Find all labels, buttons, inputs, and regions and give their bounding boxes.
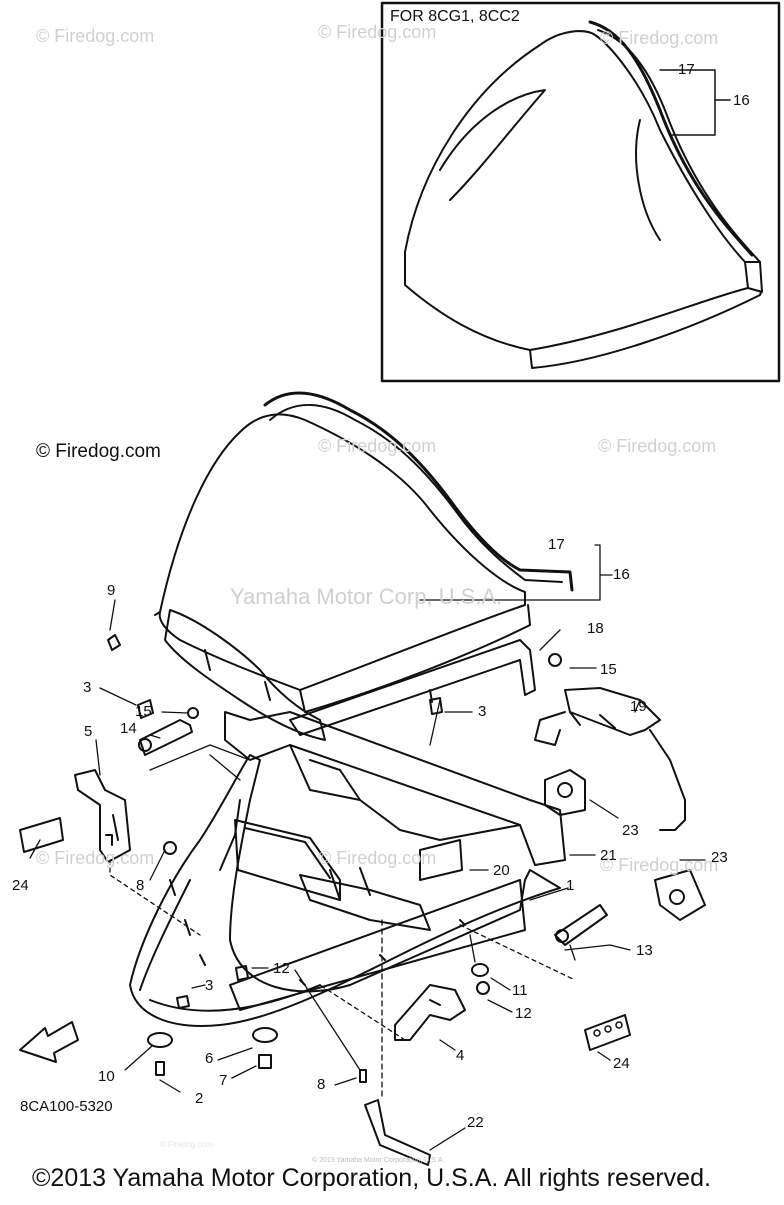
inner-panel bbox=[164, 609, 326, 741]
callout-8: 8 bbox=[317, 1076, 326, 1093]
callout-6: 6 bbox=[205, 1050, 214, 1067]
inset-title: FOR 8CG1, 8CC2 bbox=[390, 8, 520, 25]
panel-1 bbox=[229, 879, 526, 1011]
watermark: © Firedog.com bbox=[36, 26, 155, 46]
callout-3: 3 bbox=[83, 679, 92, 696]
callout-17-inset: 17 bbox=[678, 61, 695, 78]
callout-11: 11 bbox=[512, 982, 528, 999]
inset-frame bbox=[380, 1, 781, 383]
part-24-right bbox=[584, 1014, 631, 1051]
callout-15: 15 bbox=[135, 703, 152, 720]
leader-lines bbox=[29, 544, 706, 1151]
callout-4: 4 bbox=[456, 1047, 465, 1064]
duct-21 bbox=[224, 711, 566, 866]
watermark: © Firedog.com bbox=[598, 436, 717, 456]
callout-22: 22 bbox=[467, 1114, 484, 1131]
callout-5: 5 bbox=[84, 723, 93, 740]
part-20 bbox=[419, 839, 463, 881]
callout-3: 3 bbox=[205, 977, 214, 994]
part-24-left bbox=[19, 817, 64, 853]
callout-16: 16 bbox=[613, 566, 630, 583]
callout-21: 21 bbox=[600, 847, 617, 864]
callout-24: 24 bbox=[613, 1055, 630, 1072]
watermark: © Firedog.com bbox=[600, 855, 719, 875]
callout-13: 13 bbox=[636, 942, 653, 959]
callout-15: 15 bbox=[600, 661, 617, 678]
callout-16-inset: 16 bbox=[733, 92, 750, 109]
bracket-22 bbox=[364, 1099, 431, 1166]
bracket-19 bbox=[534, 687, 686, 831]
watermark: © Firedog.com bbox=[36, 848, 155, 868]
tiny-copyright: © 2013 Yamaha Motor Corporation, U.S.A. bbox=[312, 1157, 445, 1164]
bracket-4 bbox=[394, 984, 466, 1041]
callout-24: 24 bbox=[12, 877, 29, 894]
callout-10: 10 bbox=[98, 1068, 115, 1085]
callout-3: 3 bbox=[478, 703, 487, 720]
callout-12: 12 bbox=[273, 960, 290, 977]
bracket-18 bbox=[289, 639, 536, 736]
diagram-code: 8CA100-5320 bbox=[20, 1098, 113, 1115]
callout-23: 23 bbox=[622, 822, 639, 839]
callout-9: 9 bbox=[107, 582, 116, 599]
yamaha-watermark: Yamaha Motor Corp, U.S.A. bbox=[230, 584, 503, 609]
watermark: © Firedog.com bbox=[600, 28, 719, 48]
front-cowl bbox=[129, 754, 561, 1027]
callout-7: 7 bbox=[219, 1072, 228, 1089]
inset-leaders bbox=[659, 69, 731, 136]
callout-1: 1 bbox=[566, 877, 575, 894]
callout-19: 19 bbox=[630, 698, 647, 715]
part-23-lower bbox=[654, 869, 706, 921]
callout-17: 17 bbox=[548, 536, 565, 553]
part-23-upper bbox=[544, 769, 586, 816]
watermark: © Firedog.com bbox=[318, 848, 437, 868]
bracket-13 bbox=[554, 904, 608, 946]
callout-18: 18 bbox=[587, 620, 604, 637]
windshield bbox=[154, 391, 574, 713]
callout-14: 14 bbox=[120, 720, 137, 737]
callout-23: 23 bbox=[711, 849, 728, 866]
fwd-arrow bbox=[19, 1021, 79, 1063]
copyright-notice: ©2013 Yamaha Motor Corporation, U.S.A. A… bbox=[32, 1164, 711, 1192]
firedog-watermark: © Firedog.com bbox=[36, 441, 161, 462]
bracket-14 bbox=[138, 719, 193, 756]
callout-8: 8 bbox=[136, 877, 145, 894]
watermark: © Firedog.com bbox=[160, 1140, 213, 1149]
callout-12: 12 bbox=[515, 1005, 532, 1022]
callout-2: 2 bbox=[195, 1090, 204, 1107]
watermark: © Firedog.com bbox=[318, 436, 437, 456]
small-hardware bbox=[105, 634, 562, 1083]
meter-panels bbox=[234, 819, 431, 931]
callout-20: 20 bbox=[493, 862, 510, 879]
bracket-5 bbox=[74, 769, 131, 863]
watermark: © Firedog.com bbox=[318, 22, 437, 42]
inset-windshield bbox=[404, 20, 763, 369]
